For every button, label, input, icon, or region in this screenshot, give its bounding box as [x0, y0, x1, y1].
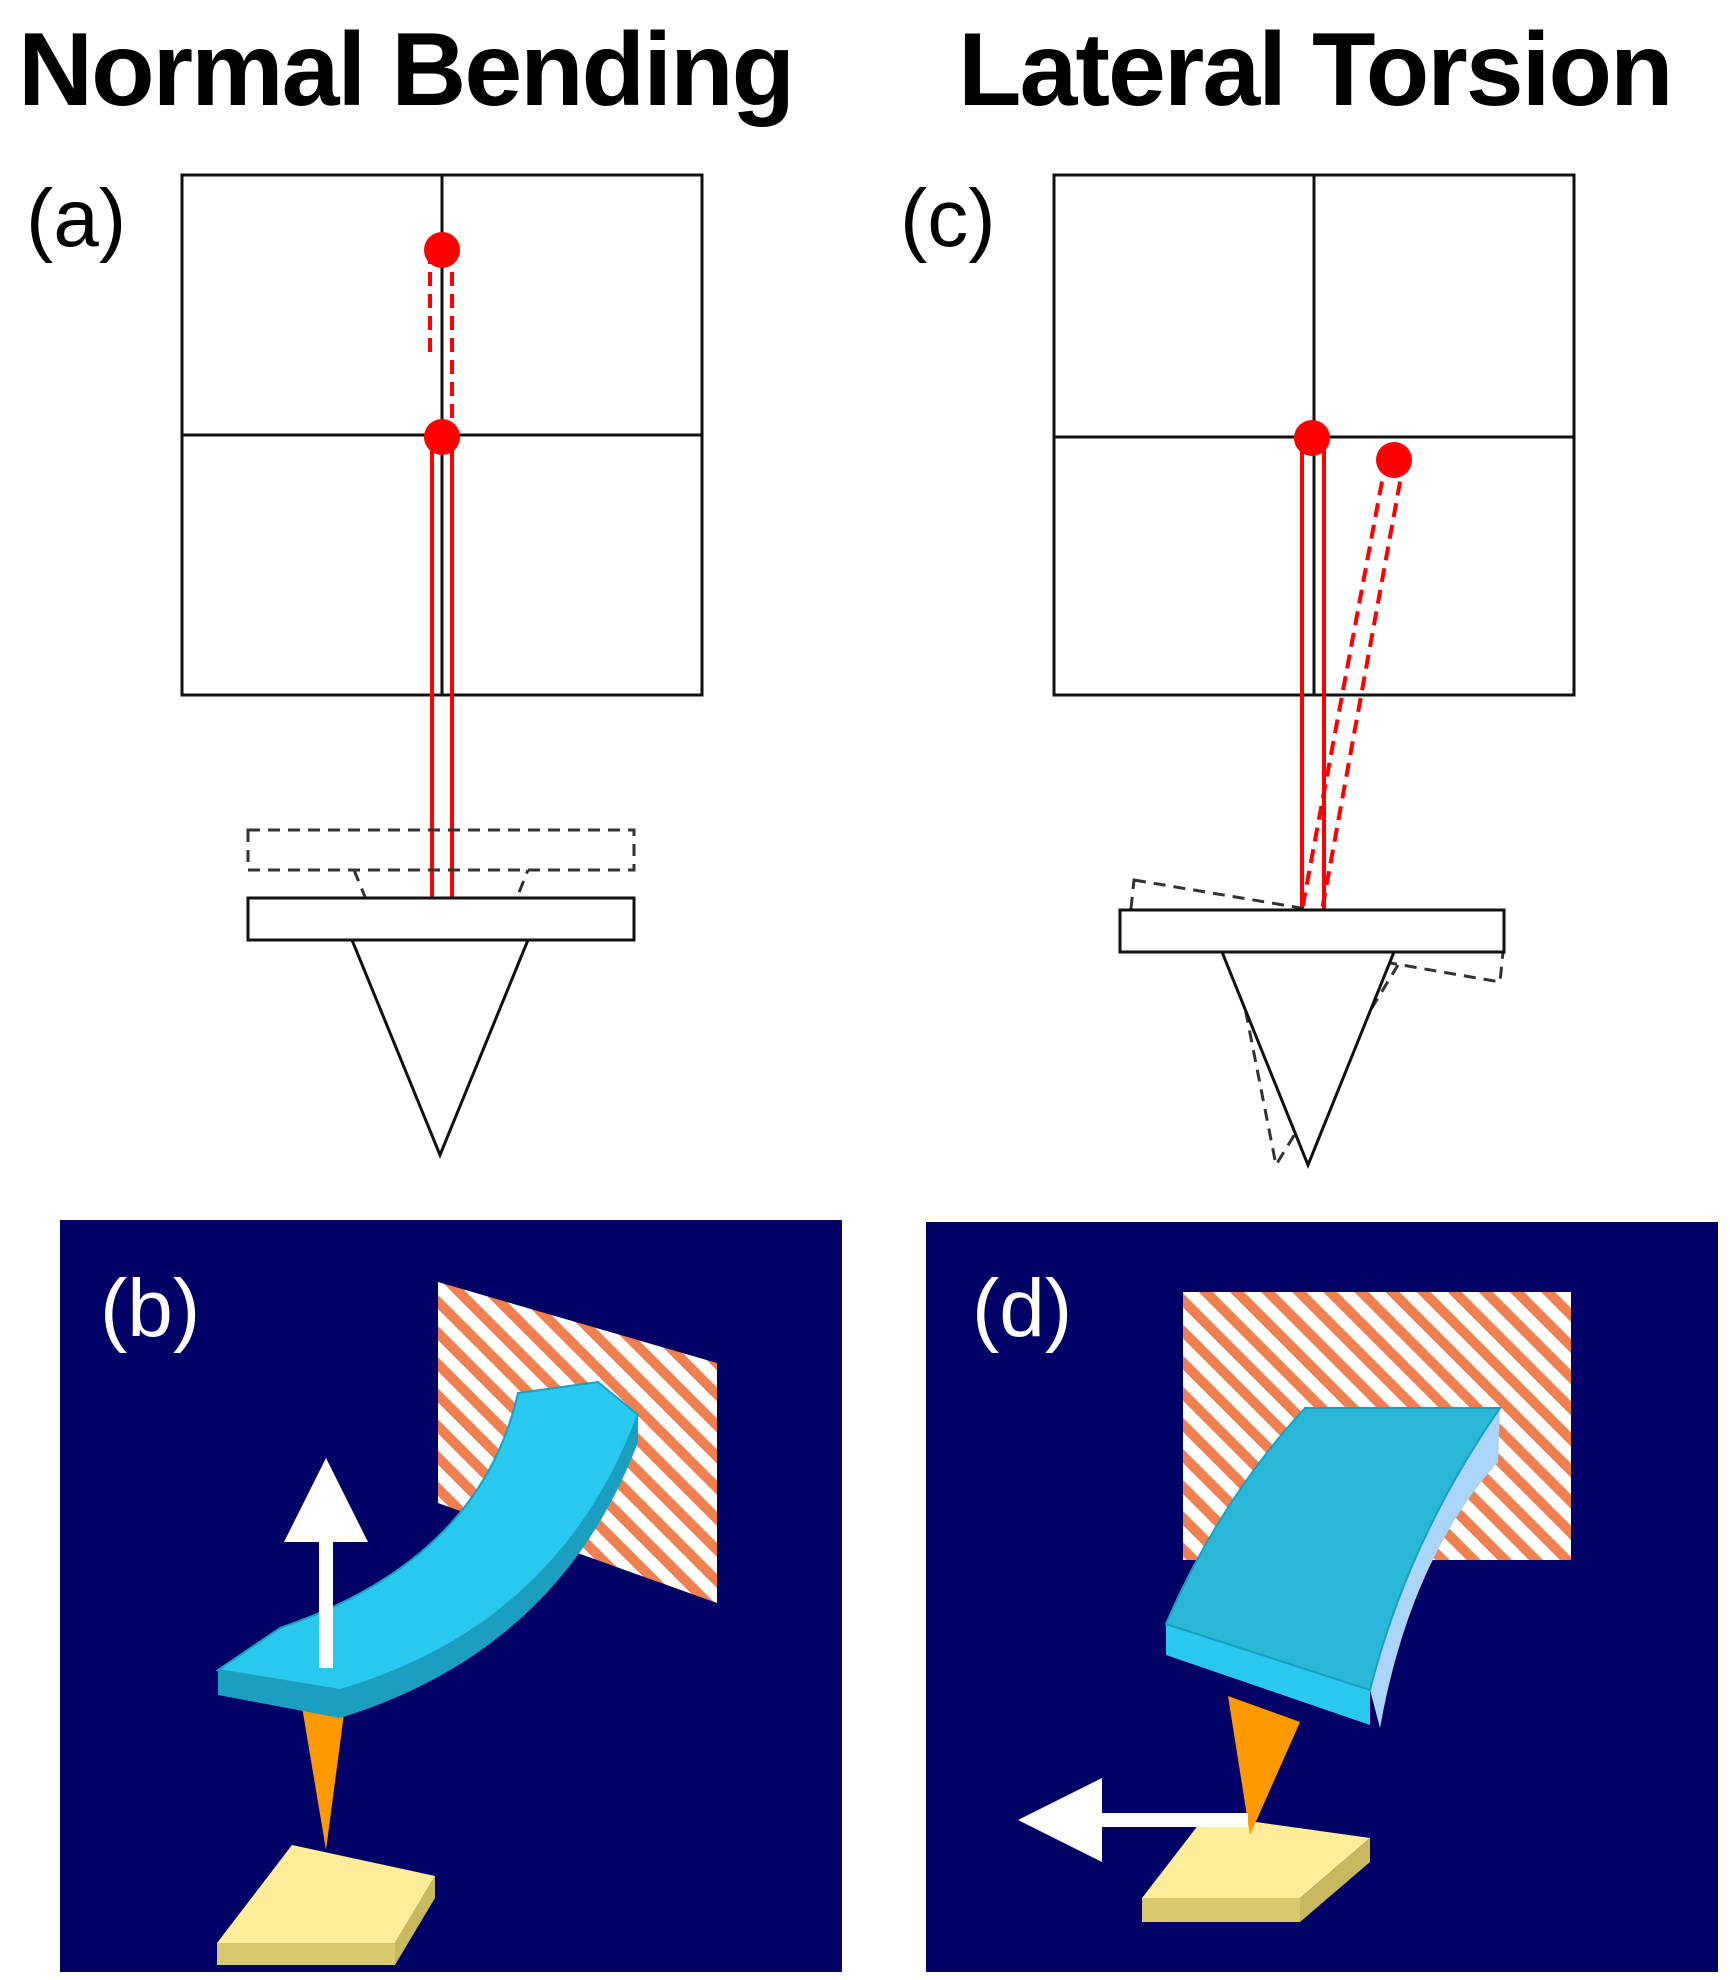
cantilever-deflected-a: [246, 828, 636, 872]
laser-spot-twisted-c: [1376, 442, 1412, 478]
laser-spot-deflected-a: [424, 232, 460, 268]
sample-top-b: [217, 1845, 435, 1943]
laser-spot-center-a: [424, 419, 460, 455]
panel-label-c: (c): [900, 173, 996, 264]
afm-tip-b: [298, 1683, 348, 1850]
title-lateral-torsion: Lateral Torsion: [958, 12, 1674, 128]
sample-edge-d: [1300, 1838, 1370, 1922]
title-normal-bending: Normal Bending: [18, 12, 795, 128]
tip-a: [349, 938, 531, 1159]
cantilever-a: [246, 896, 636, 942]
laser-beam-twisted-c1: [1300, 459, 1388, 911]
panel-label-b: (b): [100, 1263, 201, 1354]
laser-spot-center-c: [1294, 420, 1330, 456]
cantilever-front-d: [1166, 1624, 1370, 1725]
laser-beam-twisted-c2: [1320, 459, 1406, 911]
panel-label-a: (a): [26, 173, 127, 264]
afm-tip-d: [1228, 1696, 1300, 1835]
sample-side-b: [217, 1943, 395, 1965]
sample-top-d: [1142, 1815, 1370, 1898]
panel-b-illustration: [60, 1220, 842, 1972]
cantilever-c: [1118, 908, 1506, 954]
tip-c: [1219, 950, 1397, 1170]
panel-d-illustration: [926, 1222, 1718, 1972]
sample-side-d: [1142, 1898, 1300, 1922]
panel-label-d: (d): [972, 1263, 1073, 1354]
panel-c-schematic: [1052, 173, 1576, 1170]
sample-edge-b: [395, 1876, 435, 1965]
cantilever-top-d: [1164, 1407, 1502, 1692]
cantilever-side-b: [218, 1415, 638, 1718]
panel-a-schematic: [180, 173, 704, 1159]
cantilever-right-face-d: [1370, 1408, 1500, 1728]
